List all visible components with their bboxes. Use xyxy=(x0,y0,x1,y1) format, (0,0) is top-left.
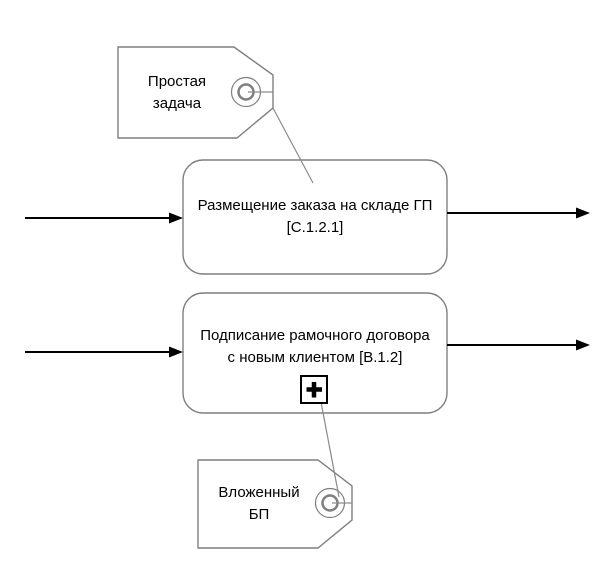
task-box-place-order[interactable] xyxy=(182,159,448,275)
flow-arrow-in-task1[interactable] xyxy=(25,212,183,224)
subprocess-plus-icon[interactable] xyxy=(300,375,328,404)
flow-arrow-out-task2[interactable] xyxy=(447,339,590,351)
callout-tag-nested-process[interactable] xyxy=(197,459,353,549)
flow-arrow-in-task2[interactable] xyxy=(25,346,183,358)
flow-arrow-out-task1[interactable] xyxy=(447,207,590,219)
task-box-sign-contract[interactable] xyxy=(182,292,448,414)
callout-leader-line-bottom xyxy=(320,401,340,498)
callout-leader-line-top xyxy=(272,107,314,184)
